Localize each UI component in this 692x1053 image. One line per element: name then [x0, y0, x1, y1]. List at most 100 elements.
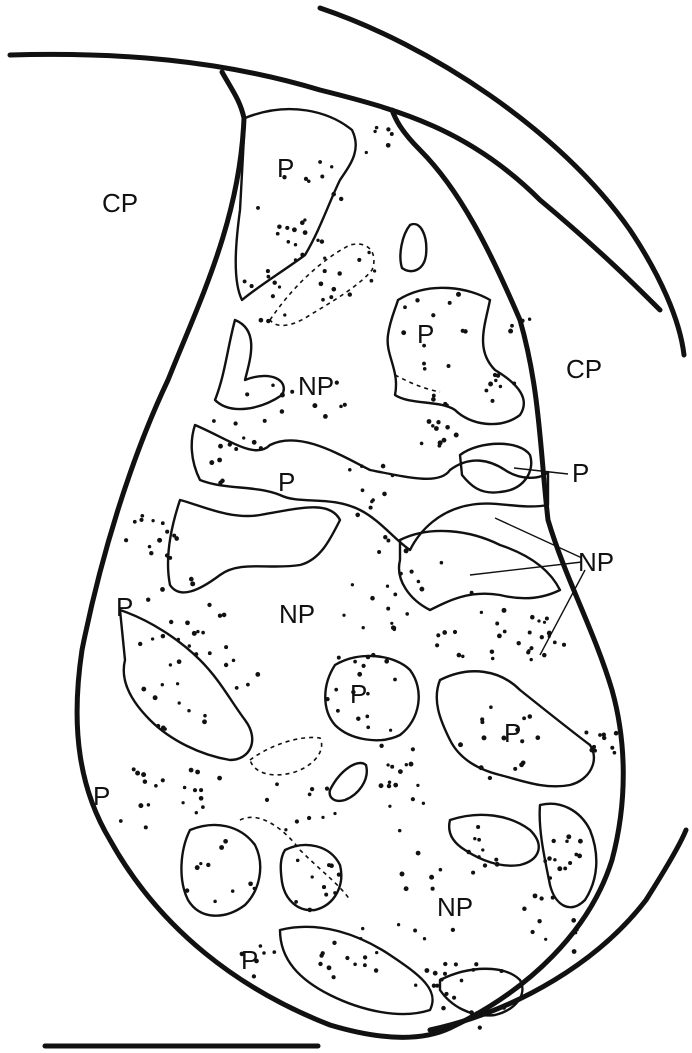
cell-dot — [494, 379, 497, 382]
cell-dot — [423, 937, 426, 940]
cell-dot — [491, 657, 495, 661]
cell-dot — [526, 650, 530, 654]
cell-dot — [177, 659, 182, 664]
cell-dot — [379, 744, 383, 748]
cell-dot — [212, 419, 216, 423]
label-p-pointer: P — [572, 458, 589, 488]
cell-dot — [233, 421, 237, 425]
cell-dot — [436, 420, 440, 424]
cell-dot — [218, 614, 222, 618]
cell-dot — [456, 292, 461, 297]
cell-dot — [574, 853, 578, 857]
cell-dot — [169, 620, 173, 624]
cell-dot — [448, 301, 452, 305]
cell-dot — [316, 239, 319, 242]
cell-dot — [530, 615, 535, 620]
cell-dot — [379, 783, 384, 788]
cell-dot — [453, 630, 457, 634]
cell-dot — [602, 733, 606, 737]
cell-dot — [493, 373, 497, 377]
cell-dot — [356, 716, 361, 721]
cell-dot — [185, 620, 190, 625]
cell-dot — [259, 944, 263, 948]
cell-dot — [323, 269, 327, 273]
cell-dot — [295, 819, 299, 823]
top-boundary — [10, 54, 660, 310]
cell-dot — [333, 812, 336, 815]
cell-dot — [480, 717, 484, 721]
cell-dot — [503, 630, 507, 634]
cell-dot — [386, 763, 389, 766]
cell-dot — [250, 284, 254, 288]
cell-dot — [337, 872, 341, 876]
cell-dot — [374, 968, 378, 972]
cell-dot — [329, 863, 334, 868]
cell-dot — [405, 612, 409, 616]
cell-dot — [337, 271, 341, 275]
cell-dot — [263, 419, 267, 423]
patch-lower-left — [181, 825, 260, 916]
cell-dot — [411, 797, 415, 801]
cell-dot — [494, 858, 498, 862]
label-p-middle: P — [350, 679, 367, 709]
cell-dot — [502, 1006, 506, 1010]
right-arc-boundary — [320, 8, 684, 355]
label-np-center: NP — [279, 599, 315, 629]
cell-dot — [339, 405, 343, 409]
cell-dot — [370, 500, 373, 503]
cell-dot — [355, 513, 360, 518]
label-p-top: P — [277, 153, 294, 183]
cell-dot — [361, 664, 365, 668]
cell-dot — [434, 426, 439, 431]
cell-dot — [598, 733, 602, 737]
cell-dot — [589, 748, 594, 753]
cell-dot — [353, 660, 357, 664]
cell-dot — [610, 746, 614, 750]
cell-dot — [386, 607, 390, 611]
cell-dot — [325, 697, 329, 701]
cell-dot — [521, 319, 525, 323]
cell-dot — [223, 839, 228, 844]
cell-dot — [370, 596, 375, 601]
cell-dot — [433, 971, 438, 976]
cell-dot — [332, 975, 336, 979]
cell-dot — [185, 888, 189, 892]
cell-dot — [388, 805, 391, 808]
cell-dot — [133, 520, 137, 524]
cell-dot — [195, 770, 200, 775]
cell-dot — [157, 538, 162, 543]
cell-dot — [405, 763, 408, 766]
cell-dot — [522, 907, 526, 911]
cell-dot — [312, 403, 317, 408]
cell-dot — [286, 240, 290, 244]
cell-dot — [154, 784, 158, 788]
cell-dot — [149, 551, 153, 555]
cell-dot — [169, 663, 172, 666]
cell-dot — [207, 603, 211, 607]
cell-dot — [285, 226, 289, 230]
patch-top — [236, 109, 356, 300]
cell-dot — [548, 635, 551, 638]
cell-dot — [132, 767, 136, 771]
cell-dot — [193, 788, 197, 792]
cell-dot — [482, 735, 487, 740]
cell-dot — [359, 937, 362, 940]
cell-dot — [183, 786, 187, 790]
cell-dot — [375, 951, 378, 954]
cell-dot — [348, 292, 352, 296]
cell-dot — [404, 886, 409, 891]
cell-dot — [278, 285, 281, 288]
cell-dot — [296, 859, 300, 863]
cell-dot — [189, 768, 194, 773]
cell-dot — [390, 765, 394, 769]
cell-dot — [473, 837, 476, 840]
cell-dot — [360, 464, 364, 468]
cell-dot — [138, 642, 142, 646]
cell-dot — [488, 382, 493, 387]
cell-dot — [311, 875, 314, 878]
cell-dot — [562, 643, 566, 647]
cell-dot — [139, 518, 143, 522]
cell-dot — [361, 927, 364, 930]
cell-dot — [388, 781, 392, 785]
cell-dot — [231, 889, 235, 893]
